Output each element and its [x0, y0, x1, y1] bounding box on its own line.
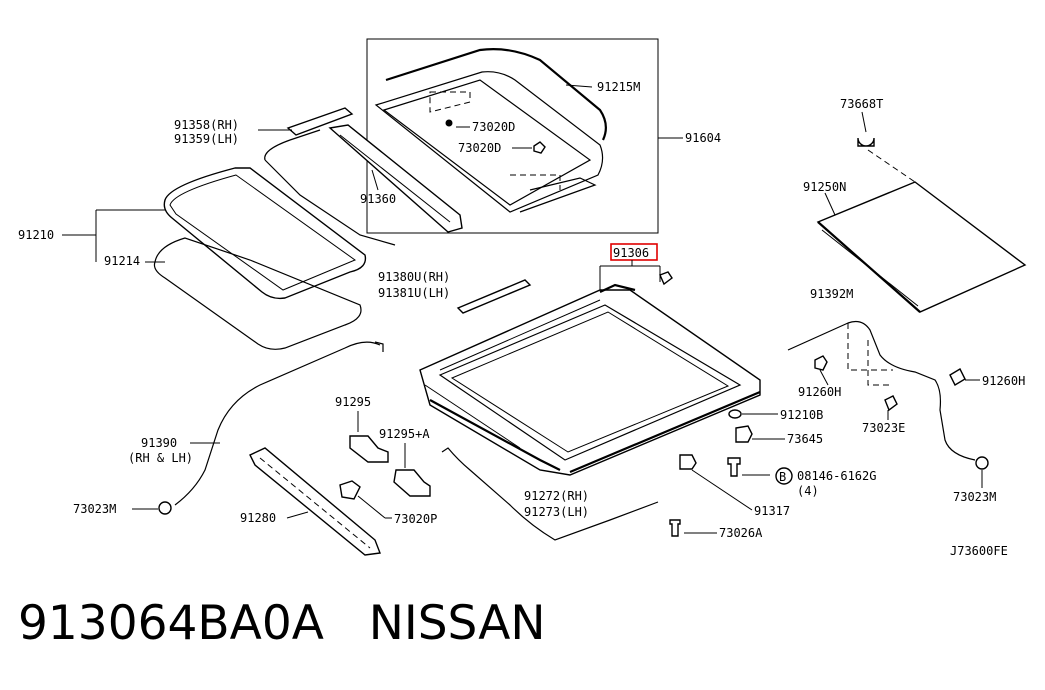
- brand-name: NISSAN: [368, 596, 546, 651]
- assembly-box-91604: [366, 38, 659, 234]
- motor-icon: [349, 435, 389, 463]
- label-91280: 91280: [240, 511, 276, 525]
- label-91360: 91360: [360, 192, 396, 206]
- label-91210B: 91210B: [780, 408, 823, 422]
- sunshade: [816, 181, 1027, 313]
- clip-icon: [445, 119, 453, 127]
- bolt-icon: [727, 457, 741, 477]
- label-91260H-a: 91260H: [798, 385, 841, 399]
- label-91390-note: (RH & LH): [128, 451, 193, 465]
- label-91250N: 91250N: [803, 180, 846, 194]
- label-73668T: 73668T: [840, 97, 883, 111]
- label-73020D-a: 73020D: [472, 120, 515, 134]
- screw-icon: [669, 519, 681, 537]
- clip-icon: [735, 425, 753, 443]
- label-08146: 08146-6162G: [797, 469, 876, 483]
- label-91214: 91214: [104, 254, 140, 268]
- label-91390: 91390: [141, 436, 177, 450]
- clip-icon: [533, 141, 546, 154]
- trim-strip: [249, 447, 381, 556]
- drive-cable: [441, 447, 659, 541]
- label-73020P: 73020P: [394, 512, 437, 526]
- wind-deflector: [264, 107, 463, 246]
- label-91306: 91306: [613, 246, 649, 260]
- label-91215M: 91215M: [597, 80, 640, 94]
- grommet-icon: [158, 501, 172, 515]
- label-73026A: 73026A: [719, 526, 763, 540]
- bracket-icon: [679, 454, 697, 470]
- bracket-icon: [659, 271, 673, 286]
- label-91273: 91273(LH): [524, 505, 589, 519]
- label-73023M-right: 73023M: [953, 490, 996, 504]
- label-73020D-b: 73020D: [458, 141, 501, 155]
- label-08146-qty: (4): [797, 484, 819, 498]
- label-91358: 91358(RH): [174, 118, 239, 132]
- label-73645: 73645: [787, 432, 823, 446]
- label-91295: 91295: [335, 395, 371, 409]
- label-91260H-b: 91260H: [982, 374, 1025, 388]
- glass-lid-assembly: [374, 48, 607, 213]
- drain-hose-right: [787, 320, 976, 461]
- part-number-footer: 913064BA0A NISSAN: [18, 596, 546, 651]
- bolt-marker-icon: [775, 467, 793, 485]
- label-91604: 91604: [685, 131, 721, 145]
- label-91380U: 91380U(RH): [378, 270, 450, 284]
- label-91272: 91272(RH): [524, 489, 589, 503]
- label-73023E: 73023E: [862, 421, 905, 435]
- motor-icon: [393, 469, 431, 497]
- label-91295A: 91295+A: [379, 427, 430, 441]
- label-91359: 91359(LH): [174, 132, 239, 146]
- label-91317: 91317: [754, 504, 790, 518]
- bolt-marker-letter: B: [779, 470, 786, 484]
- drain-bracket: [456, 279, 532, 314]
- drain-hose-left: [174, 341, 381, 506]
- grommet-icon: [975, 456, 989, 470]
- clip-icon: [814, 355, 828, 371]
- clip-icon: [339, 480, 361, 500]
- label-91392M: 91392M: [810, 287, 853, 301]
- label-91210: 91210: [18, 228, 54, 242]
- clip-icon: [949, 368, 966, 386]
- label-91381U: 91381U(LH): [378, 286, 450, 300]
- highlight-box-91306: [610, 243, 658, 261]
- washer-icon: [728, 409, 742, 419]
- part-number: 913064BA0A: [18, 596, 324, 651]
- clip-icon: [857, 137, 875, 147]
- label-73023M-left: 73023M: [73, 502, 116, 516]
- glass-panel: [153, 167, 367, 350]
- sunroof-frame: [419, 283, 761, 476]
- drawing-code: J73600FE: [950, 544, 1008, 558]
- clip-icon: [884, 395, 898, 412]
